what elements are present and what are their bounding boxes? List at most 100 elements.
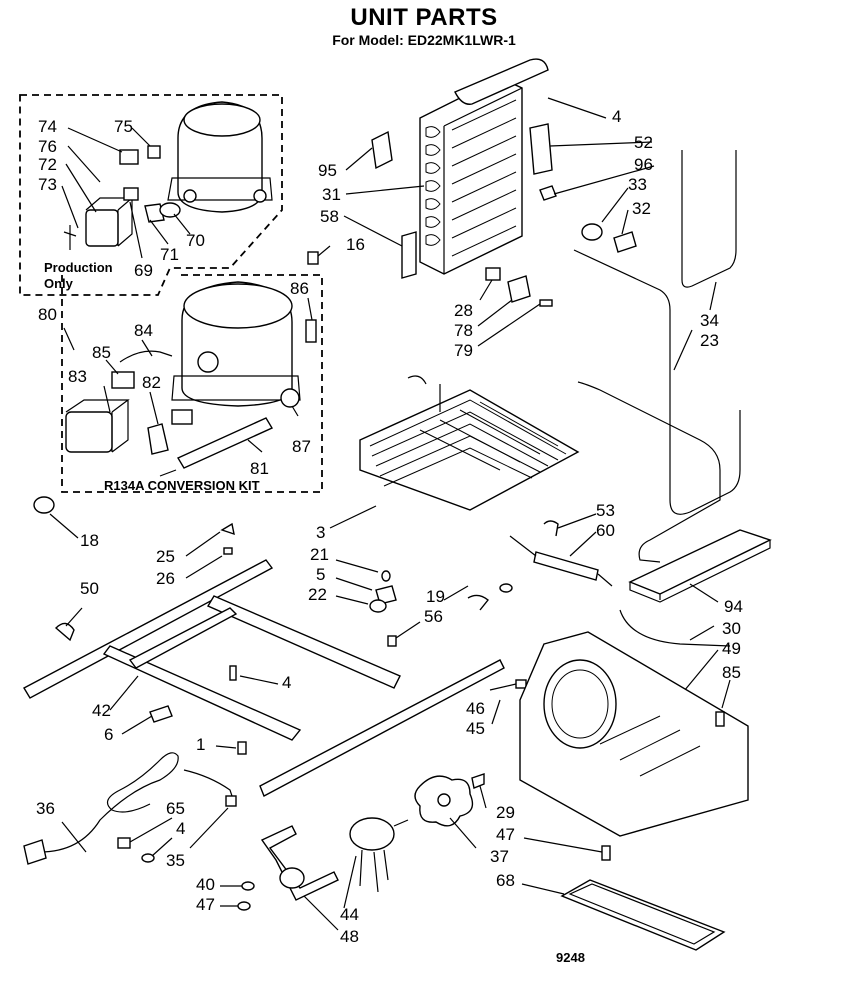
- label-83: 83: [68, 367, 87, 386]
- evaporator: [359, 375, 580, 511]
- label-85: 85: [92, 343, 111, 362]
- model-subtitle: For Model: ED22MK1LWR-1: [332, 32, 516, 48]
- diagram-notes: Production Only R134A CONVERSION KIT 924…: [44, 260, 585, 965]
- label-96: 96: [634, 155, 653, 174]
- label-81: 81: [250, 459, 269, 478]
- label-29: 29: [496, 803, 515, 822]
- leader-lines-base: [49, 513, 517, 749]
- conversion-kit-parts: [65, 350, 274, 477]
- leader-lines-drier: [557, 513, 597, 557]
- label-30: 30: [722, 619, 741, 638]
- page-title: UNIT PARTS: [350, 4, 498, 31]
- label-86: 86: [290, 279, 309, 298]
- fan-assembly: [260, 773, 485, 901]
- fan-small-parts: [237, 845, 726, 951]
- conversion-compressor: [171, 281, 317, 408]
- label-94: 94: [724, 597, 743, 616]
- label-49: 49: [722, 639, 741, 658]
- label-80: 80: [38, 305, 57, 324]
- label-85-screw: 85: [722, 663, 741, 682]
- label-31: 31: [322, 185, 341, 204]
- base-small-parts: [33, 496, 527, 755]
- label-78: 78: [454, 321, 473, 340]
- filter-drier: [509, 520, 613, 587]
- label-60: 60: [596, 521, 615, 540]
- label-45: 45: [466, 719, 485, 738]
- label-50: 50: [80, 579, 99, 598]
- label-18: 18: [80, 531, 99, 550]
- label-28: 28: [454, 301, 473, 320]
- machine-compartment: [519, 631, 749, 837]
- production-only-line2: Only: [44, 276, 74, 291]
- leader-lines-tray: [659, 583, 731, 721]
- label-87: 87: [292, 437, 311, 456]
- base-frame: [23, 559, 505, 797]
- label-6: 6: [104, 725, 113, 744]
- label-22: 22: [308, 585, 327, 604]
- label-5: 5: [316, 565, 325, 584]
- label-75: 75: [114, 117, 133, 136]
- label-19: 19: [426, 587, 445, 606]
- figure-code: 9248: [556, 950, 585, 965]
- label-36: 36: [36, 799, 55, 818]
- label-1: 1: [196, 735, 205, 754]
- label-73: 73: [38, 175, 57, 194]
- label-69: 69: [134, 261, 153, 280]
- label-95: 95: [318, 161, 337, 180]
- conversion-kit-label: R134A CONVERSION KIT: [104, 478, 260, 493]
- label-21: 21: [310, 545, 329, 564]
- label-65: 65: [166, 799, 185, 818]
- production-only-box: [19, 94, 283, 296]
- label-23: 23: [700, 331, 719, 350]
- label-37: 37: [490, 847, 509, 866]
- label-74: 74: [38, 117, 57, 136]
- label-48: 48: [340, 927, 359, 946]
- label-33: 33: [628, 175, 647, 194]
- label-70: 70: [186, 231, 205, 250]
- label-56: 56: [424, 607, 443, 626]
- label-4-cord: 4: [176, 819, 185, 838]
- capillary-tubes: [573, 150, 741, 563]
- label-44: 44: [340, 905, 359, 924]
- label-42: 42: [92, 701, 111, 720]
- label-47-right: 47: [496, 825, 515, 844]
- label-46: 46: [466, 699, 485, 718]
- label-76: 76: [38, 137, 57, 156]
- label-79: 79: [454, 341, 473, 360]
- label-40: 40: [196, 875, 215, 894]
- condenser-small-parts: [307, 123, 637, 307]
- leader-lines-kit: [63, 297, 313, 453]
- part-numbers: 74 75 76 72 73 69 71 70 80 84 85 83 82 8…: [36, 107, 743, 946]
- label-71: 71: [160, 245, 179, 264]
- label-32: 32: [632, 199, 651, 218]
- leader-3: [329, 505, 377, 529]
- label-4-frame: 4: [282, 673, 291, 692]
- label-68: 68: [496, 871, 515, 890]
- label-25: 25: [156, 547, 175, 566]
- label-53: 53: [596, 501, 615, 520]
- conversion-kit-box: [61, 274, 323, 493]
- production-only-line1: Production: [44, 260, 113, 275]
- leader-lines-condenser: [317, 97, 655, 347]
- label-84: 84: [134, 321, 153, 340]
- label-58: 58: [320, 207, 339, 226]
- label-72: 72: [38, 155, 57, 174]
- leader-lines-cord: [61, 807, 229, 857]
- power-cord: [23, 752, 237, 865]
- condenser-fins: [425, 99, 517, 257]
- label-16: 16: [346, 235, 365, 254]
- label-82: 82: [142, 373, 161, 392]
- leader-lines-top-left: [61, 127, 191, 259]
- leader-lines-fan: [220, 785, 603, 931]
- label-52: 52: [634, 133, 653, 152]
- label-35: 35: [166, 851, 185, 870]
- label-34: 34: [700, 311, 719, 330]
- label-47-left: 47: [196, 895, 215, 914]
- label-26: 26: [156, 569, 175, 588]
- production-compressor: [167, 101, 273, 213]
- drain-tray: [619, 529, 772, 647]
- label-4-condenser: 4: [612, 107, 621, 126]
- relay-part: [63, 145, 181, 250]
- leader-lines-tubes: [673, 281, 717, 371]
